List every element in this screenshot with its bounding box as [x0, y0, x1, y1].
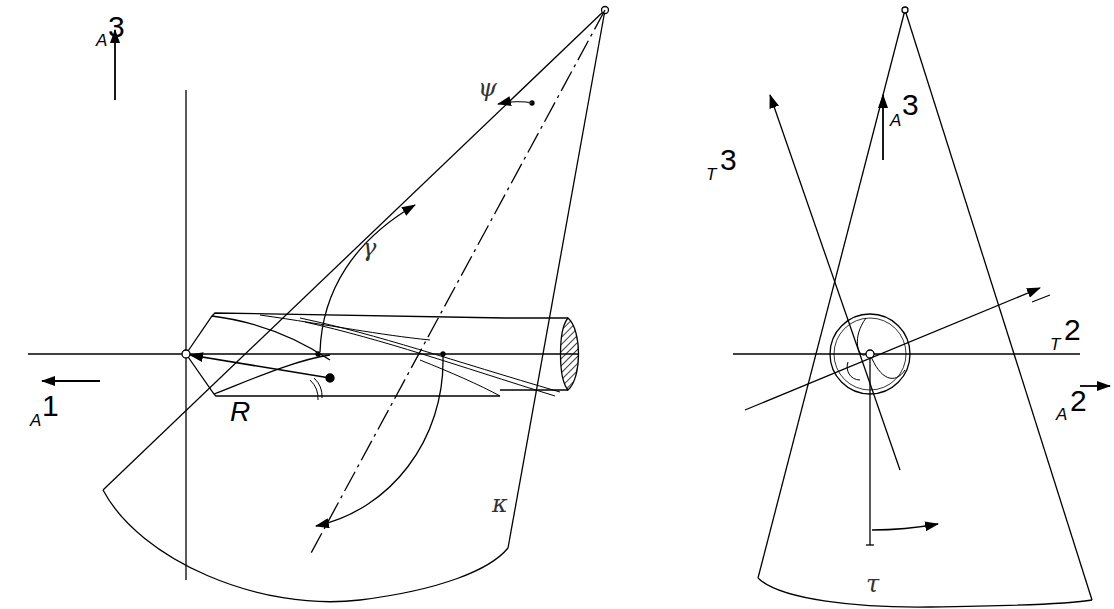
axis-number: 2	[1070, 386, 1087, 416]
axis-subscript: T	[706, 166, 716, 183]
axis-subscript: A	[1056, 406, 1067, 423]
axis-subscript: A	[890, 112, 901, 129]
angle-label: τ	[866, 572, 879, 596]
radius-label: R	[228, 398, 252, 426]
axis-subscript: A	[96, 32, 107, 49]
angle-label: γ	[362, 236, 376, 260]
axis-number: 2	[1064, 315, 1081, 345]
axis-number: 3	[902, 90, 919, 120]
angle-label: ψ	[478, 76, 497, 100]
axis-number: 3	[108, 12, 125, 42]
axis-number: 3	[720, 145, 737, 175]
axis-subscript: A	[30, 412, 41, 429]
axis-number: 1	[42, 391, 59, 421]
angle-label: κ	[492, 492, 508, 516]
axis-subscript: T	[1050, 336, 1060, 353]
